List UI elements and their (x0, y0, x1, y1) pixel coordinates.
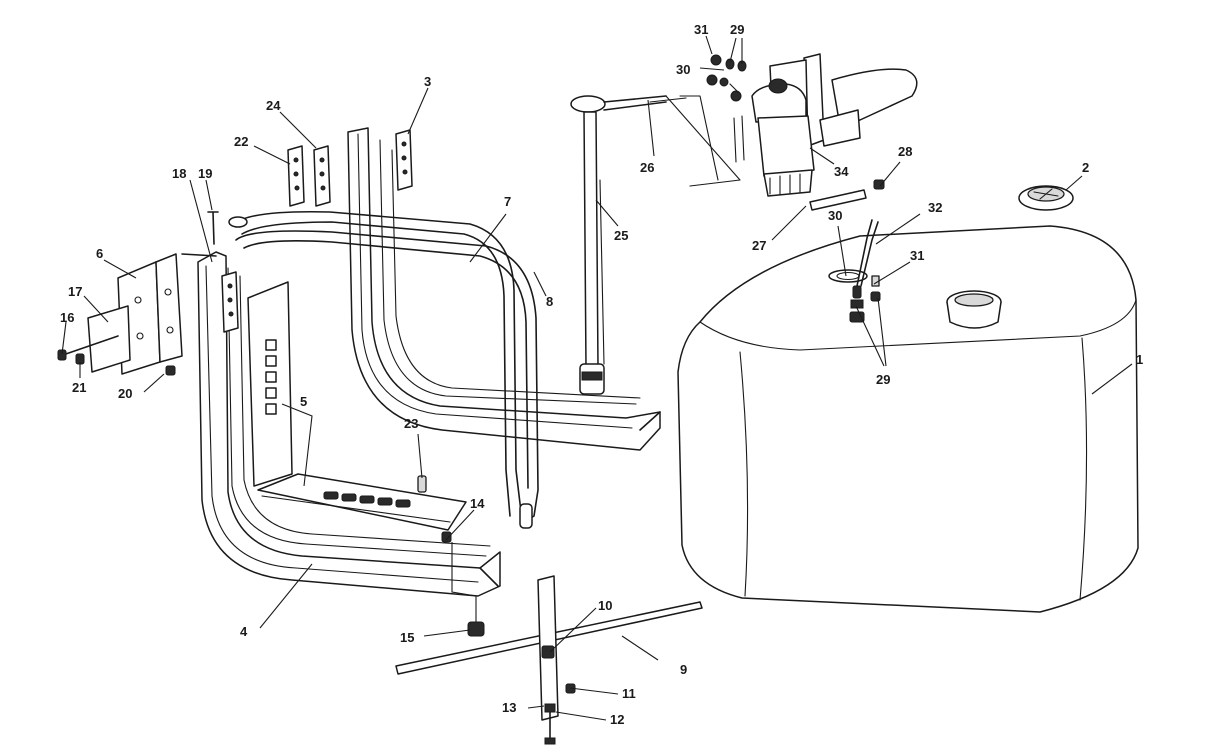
tank-fittings (849, 219, 881, 323)
callout-11: 11 (622, 686, 636, 701)
fuel-tank (677, 219, 1139, 613)
filler-cap (1018, 185, 1074, 211)
callout-27: 27 (752, 238, 766, 253)
callout-7: 7 (504, 194, 511, 209)
callout-17: 17 (68, 284, 82, 299)
callout-34: 34 (834, 164, 849, 179)
callout-20: 20 (118, 386, 132, 401)
mounting-bracket (57, 211, 219, 376)
rubber-strips (221, 129, 413, 333)
callout-6: 6 (96, 246, 103, 261)
callout-19: 19 (198, 166, 212, 181)
callout-25: 25 (614, 228, 628, 243)
cradle-bolts (417, 475, 485, 637)
callout-28: 28 (898, 144, 912, 159)
callout-31-tank: 31 (910, 248, 924, 263)
callout-12: 12 (610, 712, 624, 727)
callout-29-filter: 29 (730, 22, 744, 37)
callout-29-tank: 29 (876, 372, 890, 387)
callout-30-tank: 30 (828, 208, 842, 223)
cross-bar (395, 575, 703, 745)
callout-8: 8 (546, 294, 553, 309)
callout-32: 32 (928, 200, 942, 215)
callout-2: 2 (1082, 160, 1089, 175)
fuel-filter-assembly (665, 53, 918, 211)
callout-13: 13 (502, 700, 516, 715)
callout-14: 14 (470, 496, 485, 511)
callout-numbers: 1 2 3 4 5 6 7 8 9 10 11 12 13 14 15 16 1… (60, 22, 1143, 727)
callout-15: 15 (400, 630, 414, 645)
callout-16: 16 (60, 310, 74, 325)
callout-1: 1 (1136, 352, 1143, 367)
callout-4: 4 (240, 624, 248, 639)
fuel-sender-unit (570, 95, 687, 395)
filler-neck (946, 290, 1002, 329)
callout-30-filter: 30 (676, 62, 690, 77)
callout-3: 3 (424, 74, 431, 89)
callout-31-filter: 31 (694, 22, 708, 37)
callout-9: 9 (680, 662, 687, 677)
callout-26: 26 (640, 160, 654, 175)
tank-cradle-frame (197, 127, 661, 597)
callout-10: 10 (598, 598, 612, 613)
callout-21: 21 (72, 380, 86, 395)
callout-18: 18 (172, 166, 186, 181)
leader-lines (61, 35, 1133, 721)
callout-22: 22 (234, 134, 248, 149)
callout-5: 5 (300, 394, 307, 409)
callout-23: 23 (404, 416, 418, 431)
saddle-pad (247, 281, 467, 531)
callout-24: 24 (266, 98, 281, 113)
